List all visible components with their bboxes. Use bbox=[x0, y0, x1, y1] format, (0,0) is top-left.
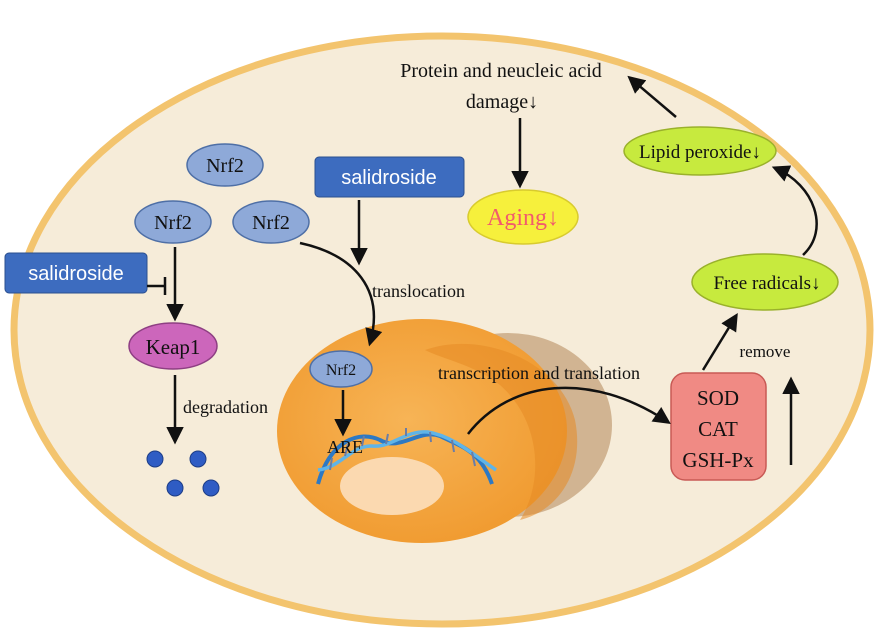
antioxidant-enzymes-box bbox=[670, 372, 767, 481]
nrf2-nucleus-node bbox=[309, 350, 373, 388]
salidroside-top-box bbox=[314, 156, 465, 198]
dna-helix bbox=[316, 428, 497, 485]
nucleus-inner-fold bbox=[425, 343, 578, 520]
lipid-peroxide-label: Lipid peroxide↓ bbox=[639, 142, 761, 163]
gsh-px-label: GSH-Px bbox=[682, 448, 754, 472]
dna-strand-2 bbox=[317, 430, 497, 472]
arrow-radicals-to-lipid bbox=[771, 165, 818, 256]
arrows bbox=[166, 75, 818, 465]
salidroside-top-label: salidroside bbox=[341, 167, 437, 189]
inhibition-symbol bbox=[147, 277, 167, 295]
salidroside-left-box bbox=[4, 252, 148, 294]
fragment-dot bbox=[166, 479, 184, 497]
arrow-translocation bbox=[299, 241, 383, 347]
fragment-dot bbox=[146, 450, 164, 468]
arrow-transcription bbox=[467, 386, 671, 435]
nrf2-left-node bbox=[134, 200, 212, 244]
nucleolus bbox=[340, 457, 444, 515]
protein-damage-line2: damage↓ bbox=[466, 91, 538, 113]
nrf2-top-label: Nrf2 bbox=[206, 155, 244, 177]
lipid-peroxide-node bbox=[623, 126, 777, 176]
nrf2-nucleus-label: Nrf2 bbox=[326, 362, 356, 379]
remove-label: remove bbox=[740, 342, 791, 361]
degradation-label: degradation bbox=[183, 397, 268, 417]
salidroside-left-label: salidroside bbox=[28, 263, 124, 285]
nrf2-right-label: Nrf2 bbox=[252, 212, 290, 234]
protein-damage-line1: Protein and neucleic acid bbox=[400, 60, 602, 82]
keap1-node bbox=[128, 322, 218, 370]
aging-label: Aging↓ bbox=[487, 205, 559, 231]
arrow-lipid-to-damage bbox=[627, 75, 677, 118]
transcription-translation-label: transcription and translation bbox=[438, 363, 640, 383]
cat-label: CAT bbox=[698, 417, 738, 441]
dna-base-pairs bbox=[329, 428, 476, 471]
fragment-dot bbox=[202, 479, 220, 497]
sod-label: SOD bbox=[697, 386, 739, 410]
aging-node bbox=[467, 189, 579, 245]
degraded-fragments bbox=[146, 450, 220, 497]
nrf2-right-node bbox=[232, 200, 310, 244]
nrf2-top-node bbox=[186, 143, 264, 187]
keap1-label: Keap1 bbox=[146, 335, 201, 359]
translocation-label: translocation bbox=[372, 281, 465, 301]
nrf2-left-label: Nrf2 bbox=[154, 212, 192, 234]
fragment-dot bbox=[189, 450, 207, 468]
arrow-enzymes-to-radicals bbox=[701, 313, 738, 371]
free-radicals-node bbox=[691, 253, 839, 311]
free-radicals-label: Free radicals↓ bbox=[713, 273, 820, 294]
are-label: ARE bbox=[327, 437, 363, 457]
